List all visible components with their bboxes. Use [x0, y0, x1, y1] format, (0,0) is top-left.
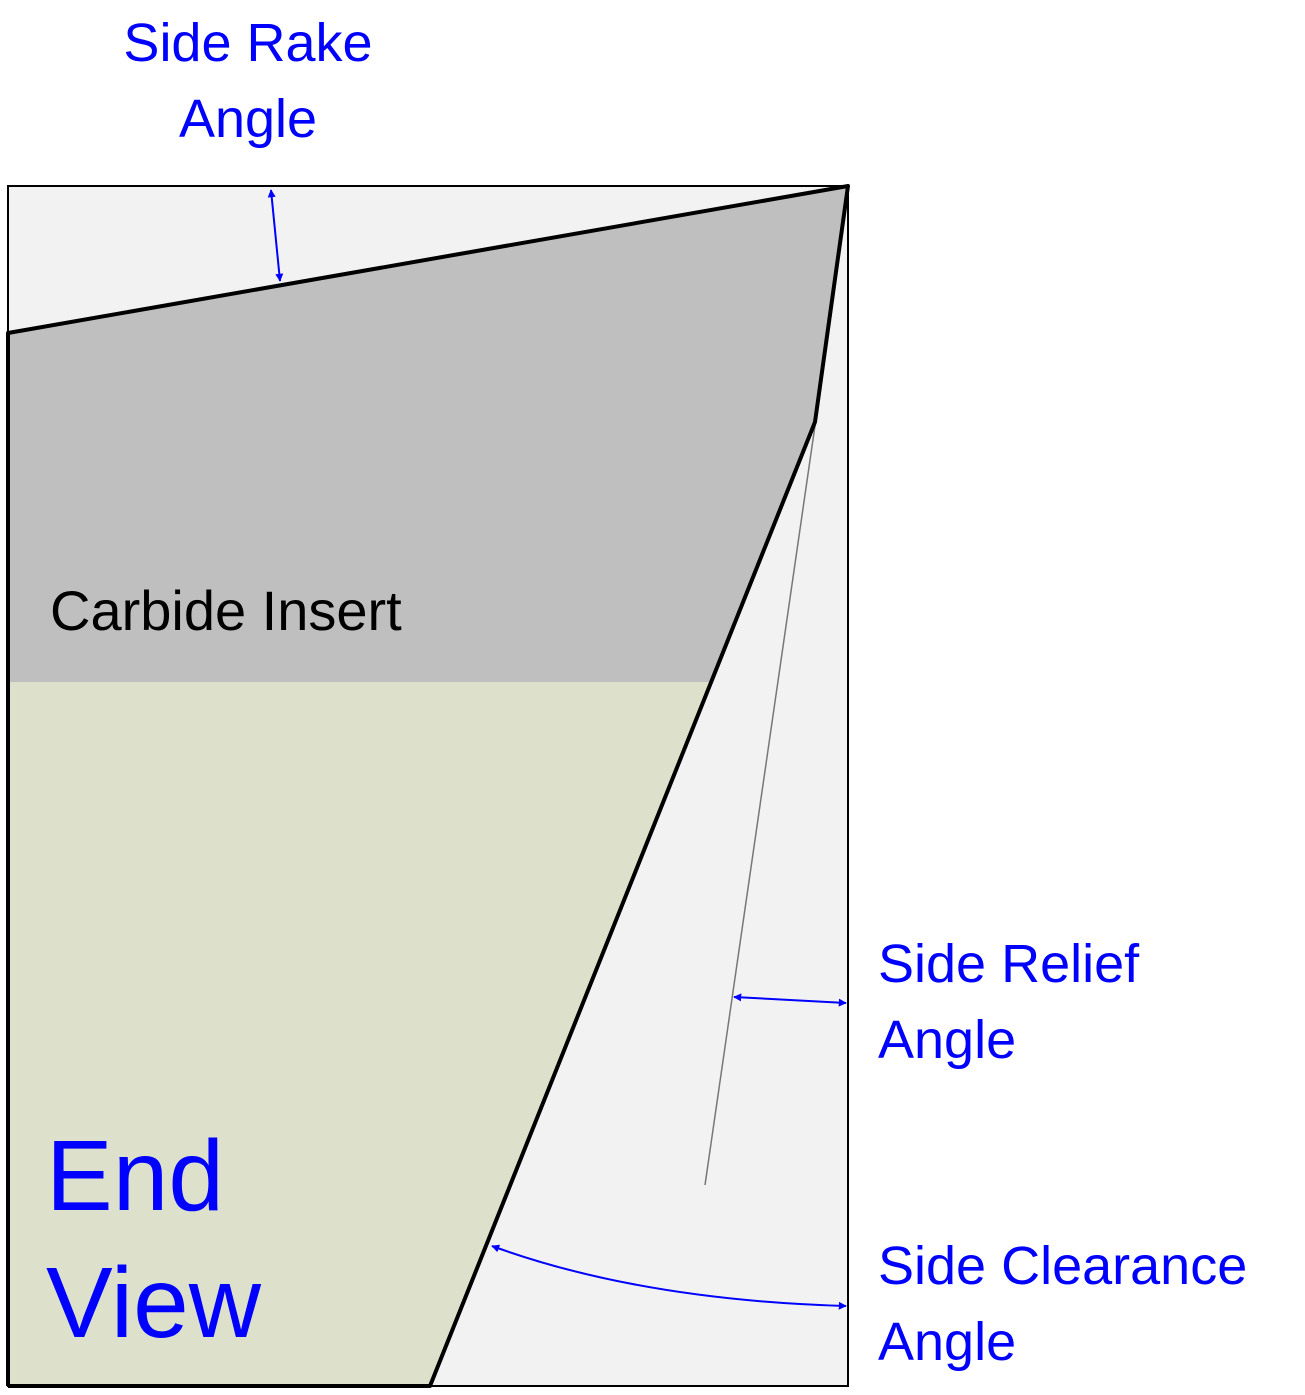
side-rake-label-line1: Side Rake [123, 13, 372, 73]
side-relief-label-line1: Side Relief [878, 934, 1140, 994]
side-relief-label-line2: Angle [878, 1010, 1016, 1070]
side-clearance-angle-arrow [491, 1244, 847, 1310]
carbide-insert-region [8, 186, 848, 682]
side-clearance-label-line1: Side Clearance [878, 1236, 1247, 1296]
side-clearance-label-line2: Angle [878, 1312, 1016, 1372]
side-rake-label-line2: Angle [179, 89, 317, 149]
end-view-label-line1: End [46, 1120, 224, 1232]
relief-reference-line [704, 404, 819, 1186]
tool-outline [6, 184, 850, 1388]
carbide-insert-label: Carbide Insert [50, 579, 402, 642]
tool-body-region [8, 682, 711, 1386]
end-view-label-line2: View [46, 1247, 262, 1359]
side-rake-angle-arrow [267, 189, 284, 282]
side-relief-angle-arrow [733, 993, 847, 1007]
